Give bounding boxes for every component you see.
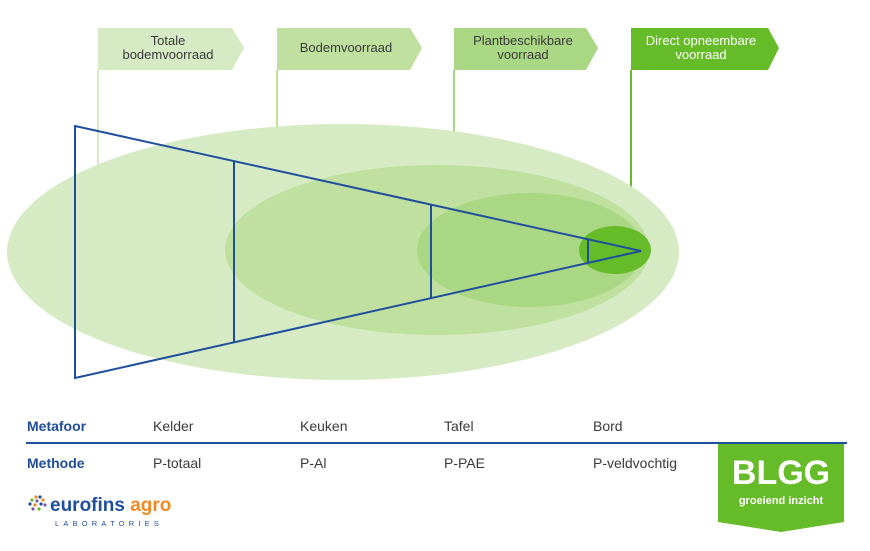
flag-label-plant: Plantbeschikbare voorraad — [454, 34, 592, 62]
row-label-methode: Methode — [27, 455, 85, 471]
eurofins-dots-icon — [28, 495, 47, 511]
cell-methode-4: P-veldvochtig — [593, 455, 678, 471]
pool-plant — [417, 193, 643, 307]
cell-methode-2: P-Al — [300, 455, 327, 471]
cell-metafoor-1: Kelder — [153, 418, 194, 434]
cell-metafoor-3: Tafel — [444, 418, 474, 434]
flag-label-plant-line1: Plantbeschikbare — [473, 33, 573, 48]
flag-direct — [631, 28, 779, 70]
flag-label-direct-line2: voorraad — [675, 47, 727, 62]
flag-label-total-line2: bodemvoorraad — [122, 47, 214, 62]
eurofins-logo-text: eurofins agro — [50, 495, 171, 517]
cell-metafoor-2: Keuken — [300, 418, 348, 434]
phosphate-pool-diagram — [7, 28, 779, 380]
flag-total — [98, 28, 244, 70]
cell-methode-1: P-totaal — [153, 455, 202, 471]
blgg-logo — [718, 444, 844, 532]
flag-label-soil-line1: Bodemvoorraad — [299, 40, 393, 55]
eurofins-word: eurofins — [50, 495, 125, 516]
eurofins-agro-word: agro — [130, 495, 172, 516]
row-label-metafoor: Metafoor — [27, 418, 87, 434]
table-divider — [26, 442, 847, 444]
cell-methode-3: P-PAE — [444, 455, 485, 471]
blgg-logo-shape — [718, 444, 844, 532]
eurofins-laboratories-text: LABORATORIES — [55, 519, 164, 528]
flag-label-direct: Direct opneembare voorraad — [631, 34, 771, 62]
cell-metafoor-4: Bord — [593, 418, 623, 434]
pool-direct — [579, 226, 651, 274]
flag-label-soil: Bodemvoorraad — [277, 41, 415, 55]
flag-soil — [277, 28, 422, 70]
flag-label-direct-line1: Direct opneembare — [645, 33, 757, 48]
blgg-logo-title: BLGG — [731, 454, 831, 492]
flag-label-total: Totale bodemvoorraad — [98, 34, 238, 62]
blgg-logo-subtitle: groeiend inzicht — [738, 495, 824, 507]
flag-label-plant-line2: voorraad — [497, 47, 549, 62]
funnel-outline — [74, 124, 642, 380]
flag-label-total-line1: Totale — [150, 33, 186, 48]
flag-plant — [454, 28, 598, 70]
